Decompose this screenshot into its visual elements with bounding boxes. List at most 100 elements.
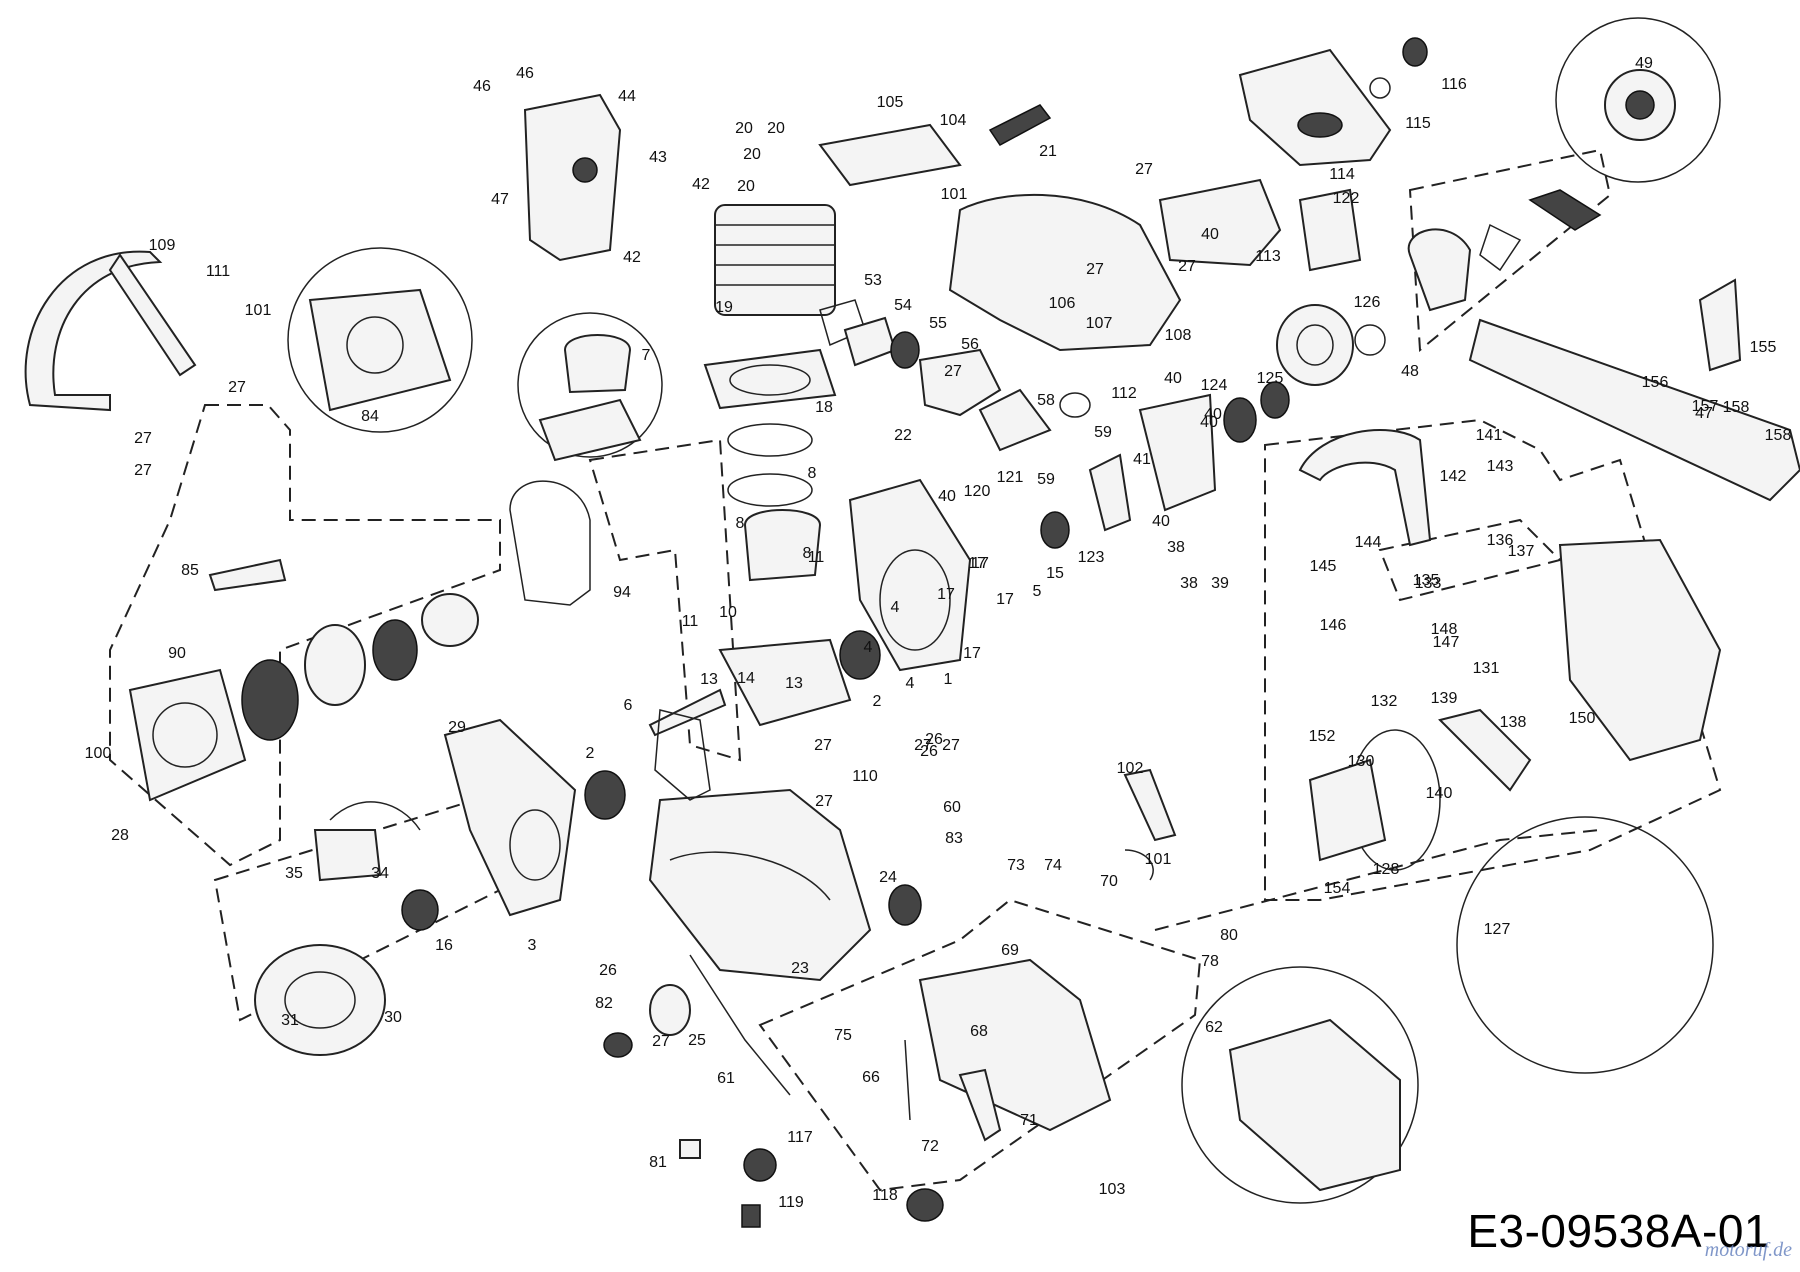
starter-cover [128,668,247,802]
part-label: 56 [961,336,979,353]
clutch-drum [1276,304,1354,386]
part-label: 3 [528,937,537,954]
part-label: 40 [1164,370,1182,387]
part-label: 118 [872,1187,898,1204]
part-label: 128 [1373,861,1400,878]
air-filter [1158,178,1282,267]
part-label: 139 [1431,690,1458,707]
part-label: 127 [1484,921,1511,938]
cylinder [714,204,836,316]
part-label: 112 [1111,385,1137,402]
part-label: 31 [281,1012,299,1029]
part-label: 40 [1201,226,1219,243]
part-label: 106 [1049,295,1076,312]
part-label: 101 [245,302,272,319]
part-label: 20 [735,120,753,137]
part-label: 71 [1020,1112,1038,1129]
part-label: 55 [929,315,947,332]
part-label: 59 [1037,471,1055,488]
chain-brake-handle [1298,429,1432,547]
part-label: 40 [1152,513,1170,530]
washer-48 [1354,324,1386,356]
part-label: 143 [1487,458,1514,475]
part-label: 126 [1354,294,1381,311]
part-label: 94 [613,584,631,601]
part-label: 152 [1309,728,1336,745]
part-label: 48 [1401,363,1419,380]
part-label: 70 [1100,873,1118,890]
part-label: 47 [491,191,509,208]
guide-bar [1468,318,1800,502]
part-label: 62 [1205,1019,1223,1036]
part-label: 103 [1099,1181,1126,1198]
piston-ring-lower [727,473,813,507]
filter-cap [603,1032,633,1058]
part-label: 1 [944,671,953,688]
part-label: 101 [1145,851,1172,868]
part-label: 111 [206,263,230,280]
top-cover [948,193,1182,352]
part-label: 27 [815,793,833,810]
trigger [958,1068,1002,1142]
part-label: 27 [1178,258,1196,275]
part-label: 27 [814,737,832,754]
part-label: 78 [1201,953,1219,970]
part-label: 39 [1211,575,1229,592]
part-label: 46 [516,65,534,82]
part-label: 8 [803,545,812,562]
part-label: 20 [767,120,785,137]
part-label: 68 [970,1023,988,1040]
part-label: 121 [997,469,1024,486]
tank-housing [648,788,872,982]
part-label: 26 [599,962,617,979]
part-label: 26 [920,743,938,760]
fuel-line [689,954,791,1096]
starter-grip [208,558,287,592]
part-label: 24 [879,869,897,886]
part-label: 40 [1204,406,1222,423]
part-drawings [24,37,1800,1228]
part-label: 46 [473,78,491,95]
part-label: 122 [1333,190,1360,207]
part-label: 101 [941,186,968,203]
part-label: 108 [1165,327,1192,344]
part-label: 137 [1508,543,1535,560]
part-label: 114 [1329,166,1355,183]
pulley [304,624,366,706]
part-label: 136 [1487,532,1514,549]
part-label: 158 [1723,399,1750,416]
part-label: 130 [1348,753,1375,770]
part-label: 5 [1033,583,1042,600]
inset-rear-handle [1181,966,1419,1204]
part-label: 148 [1431,621,1458,638]
part-label: 4 [864,639,873,656]
part-label: 142 [1440,468,1467,485]
part-label: 17 [937,586,955,603]
filter-plate [818,123,962,187]
part-label: 27 [1135,161,1153,178]
part-label: 116 [1441,76,1467,93]
part-label: 80 [1220,927,1238,944]
part-label: 10 [719,604,737,621]
part-label: 83 [945,830,963,847]
part-label: 72 [921,1138,939,1155]
part-label: 27 [652,1033,670,1050]
bushing-82 [679,1139,701,1159]
bushing-120 [741,1204,761,1228]
part-label: 154 [1324,880,1351,897]
part-label: 20 [737,178,755,195]
spark-plug [988,104,1052,146]
part-label: 27 [134,430,152,447]
part-label: 25 [688,1032,706,1049]
part-label: 29 [448,719,466,736]
part-label: 8 [808,465,817,482]
part-label: 53 [864,272,882,289]
part-label: 38 [1167,539,1185,556]
part-label: 90 [168,645,186,662]
clutch-nut [401,889,439,931]
bearing-left [584,770,626,820]
side-plate [1138,393,1217,512]
part-label: 145 [1310,558,1337,575]
filter-cover [1238,48,1392,167]
part-label: 27 [914,737,932,754]
